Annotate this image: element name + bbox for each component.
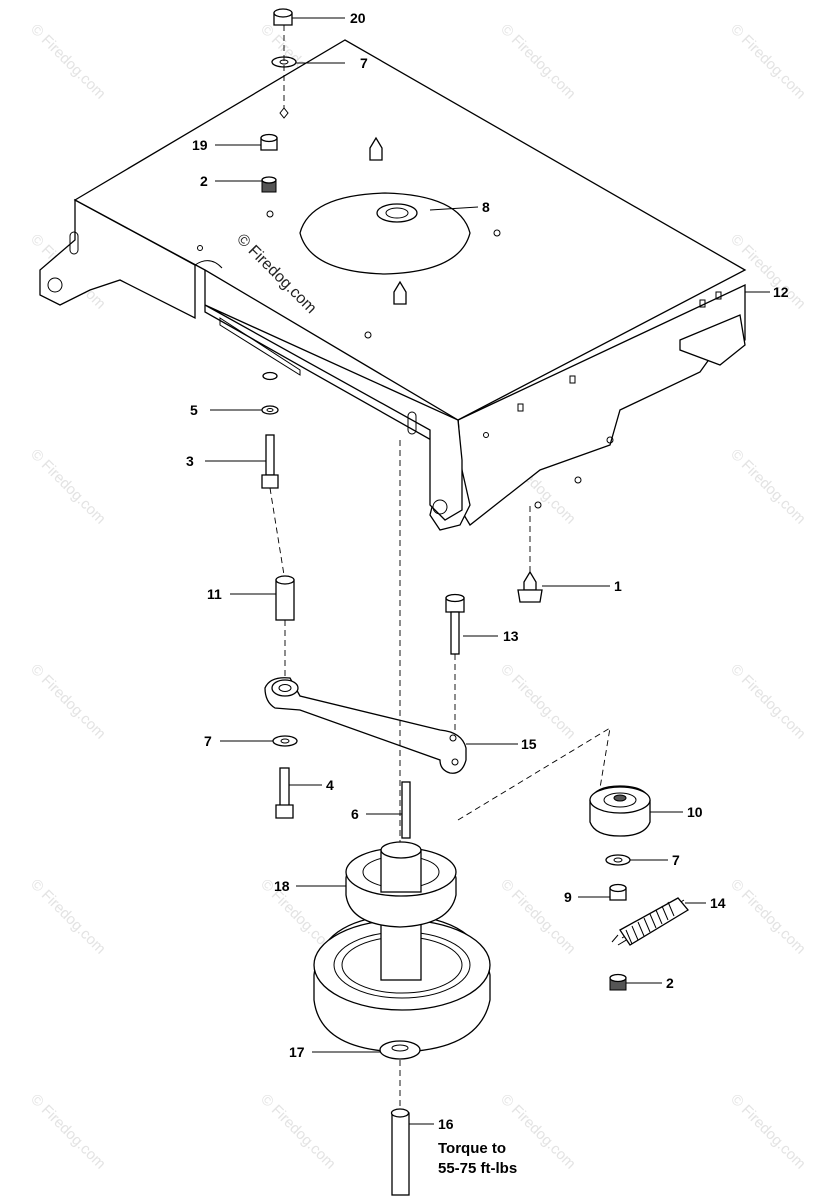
- watermark: © Firedog.com: [727, 1091, 809, 1173]
- spacer: [275, 575, 295, 682]
- idler-arm: [264, 677, 467, 774]
- callout-5: 5: [190, 402, 198, 418]
- callout-16: 16: [438, 1116, 454, 1132]
- callout-9: 9: [564, 889, 572, 905]
- callouts: 20 7 19 2 8 12 5 3 1 11 13 7 15 4 6 10 7…: [186, 10, 789, 1132]
- watermark: © Firedog.com: [727, 446, 809, 528]
- watermark: © Firedog.com: [727, 21, 809, 103]
- spindle-cone: [299, 192, 471, 275]
- bolt-1: [517, 505, 543, 603]
- mounting-plate: [39, 39, 747, 531]
- idler-hardware: [605, 854, 689, 991]
- callout-6: 6: [351, 806, 359, 822]
- watermark: © Firedog.com: [727, 876, 809, 958]
- callout-7: 7: [672, 852, 680, 868]
- watermark: © Firedog.com: [257, 1091, 339, 1173]
- callout-3: 3: [186, 453, 194, 469]
- shaft-16: [390, 1108, 410, 1196]
- callout-10: 10: [687, 804, 703, 820]
- watermark: © Firedog.com: [497, 661, 579, 743]
- shaft-key: [401, 781, 411, 839]
- top-hardware: [260, 8, 297, 193]
- torque-note-line2: 55-75 ft-lbs: [438, 1160, 517, 1177]
- watermark: © Firedog.com: [27, 876, 109, 958]
- callout-11: 11: [207, 586, 222, 602]
- callout-19: 19: [192, 137, 208, 153]
- watermark: © Firedog.com: [27, 446, 109, 528]
- callout-7: 7: [204, 733, 212, 749]
- callout-8: 8: [482, 199, 490, 215]
- torque-note: Torque to 55-75 ft-lbs: [438, 1140, 517, 1177]
- callout-17: 17: [289, 1044, 305, 1060]
- callout-15: 15: [521, 736, 537, 752]
- bolt-stack-left: [261, 371, 285, 576]
- callout-1: 1: [614, 578, 622, 594]
- watermark: © Firedog.com: [497, 21, 579, 103]
- callout-13: 13: [503, 628, 519, 644]
- watermark: © Firedog.com: [727, 661, 809, 743]
- callout-7: 7: [360, 55, 368, 71]
- torque-note-line1: Torque to: [438, 1140, 506, 1157]
- watermark: © Firedog.com: [27, 661, 109, 743]
- callout-18: 18: [274, 878, 290, 894]
- bolt-13: [445, 593, 465, 730]
- callout-4: 4: [326, 777, 334, 793]
- pulley-assembly: [313, 841, 491, 1060]
- callout-14: 14: [710, 895, 726, 911]
- callout-12: 12: [773, 284, 789, 300]
- watermark: © Firedog.com: [27, 1091, 109, 1173]
- callout-20: 20: [350, 10, 366, 26]
- leader-lines: [205, 17, 770, 1125]
- idler-pulley: [589, 785, 651, 837]
- watermark: © Firedog.com: [27, 21, 109, 103]
- callout-2: 2: [666, 975, 674, 991]
- pivot-bolt: [272, 735, 298, 819]
- callout-2: 2: [200, 173, 208, 189]
